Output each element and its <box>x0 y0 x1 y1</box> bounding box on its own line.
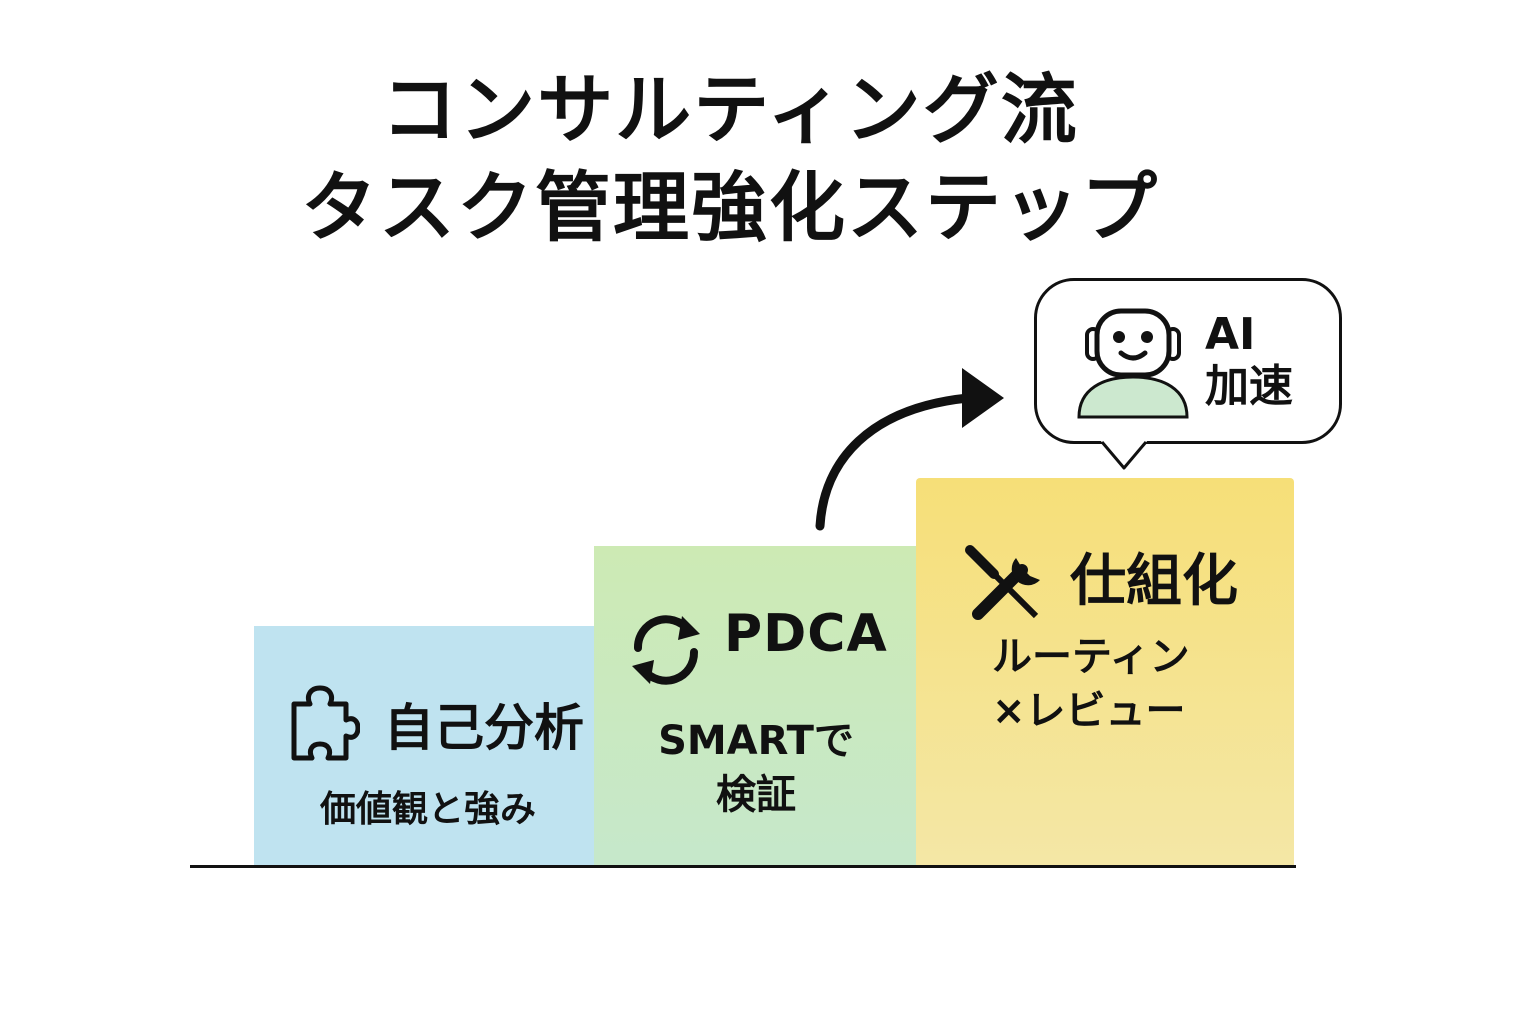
step-heading: PDCA <box>724 604 888 664</box>
step-pdca: PDCA SMARTで 検証 <box>594 546 918 866</box>
step-subtext-line-2: 検証 <box>716 772 796 818</box>
step-subtext: ルーティン ×レビュー <box>992 630 1190 738</box>
step-heading: 仕組化 <box>1070 549 1238 614</box>
step-subtext-line-1: SMARTで <box>658 718 854 764</box>
baseline <box>190 865 1296 868</box>
curved-arrow-icon <box>815 368 1004 531</box>
step-subtext: SMARTで 検証 <box>594 714 918 822</box>
tools-icon <box>965 545 1040 620</box>
cycle-arrows-icon <box>632 615 700 685</box>
ai-speech-bubble: AI 加速 <box>1034 278 1342 444</box>
step-heading: 自己分析 <box>384 699 584 757</box>
ai-bubble-text: AI 加速 <box>1205 309 1293 413</box>
robot-icon <box>1077 308 1189 419</box>
title-line-2: タスク管理強化ステップ <box>301 163 1159 252</box>
step-subtext-line-1: ルーティン <box>992 634 1190 680</box>
step-systemize: 仕組化 ルーティン ×レビュー <box>916 478 1294 866</box>
ai-accelerate-label: 加速 <box>1205 360 1293 412</box>
puzzle-icon <box>291 685 360 761</box>
step-subtext: 価値観と強み <box>320 789 537 830</box>
step-self-analysis: 自己分析 価値観と強み <box>254 626 596 866</box>
title-line-1: コンサルティング流 <box>381 65 1079 154</box>
ai-label: AI <box>1205 309 1256 360</box>
bubble-tail <box>1100 440 1148 470</box>
step-subtext-line-2: ×レビュー <box>992 688 1186 734</box>
